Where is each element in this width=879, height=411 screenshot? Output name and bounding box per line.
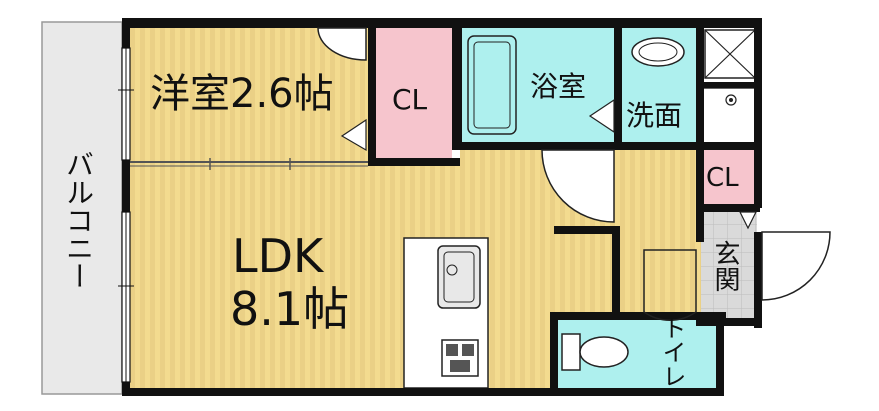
western-room-floor <box>128 26 368 163</box>
closet-small-floor <box>701 150 756 208</box>
balcony-label: バルコニー <box>62 150 95 290</box>
entrance-label: 玄関 <box>710 240 740 292</box>
bathtub <box>467 35 517 135</box>
hall-floor-2 <box>614 148 702 318</box>
utility-box <box>700 87 757 147</box>
pipe-shaft <box>700 26 758 82</box>
entrance-floor <box>701 212 757 324</box>
bath-label: 浴室 <box>530 70 587 103</box>
washbasin <box>631 37 685 67</box>
balcony-area <box>41 21 123 395</box>
closet-small-label: CL <box>706 163 739 193</box>
toilet-tank <box>561 333 581 371</box>
ldk-size-label: 8.1帖 <box>230 282 350 336</box>
toilet-label: トイレ <box>658 316 686 388</box>
closet-main-label: CL <box>392 83 428 116</box>
closet-main-floor <box>375 26 452 164</box>
kitchen-sink <box>437 245 481 309</box>
toilet-bowl <box>579 336 629 368</box>
ldk-label: LDK <box>232 229 324 283</box>
washroom-label: 洗面 <box>626 99 683 132</box>
western-room-label: 洋室2.6帖 <box>150 71 334 117</box>
